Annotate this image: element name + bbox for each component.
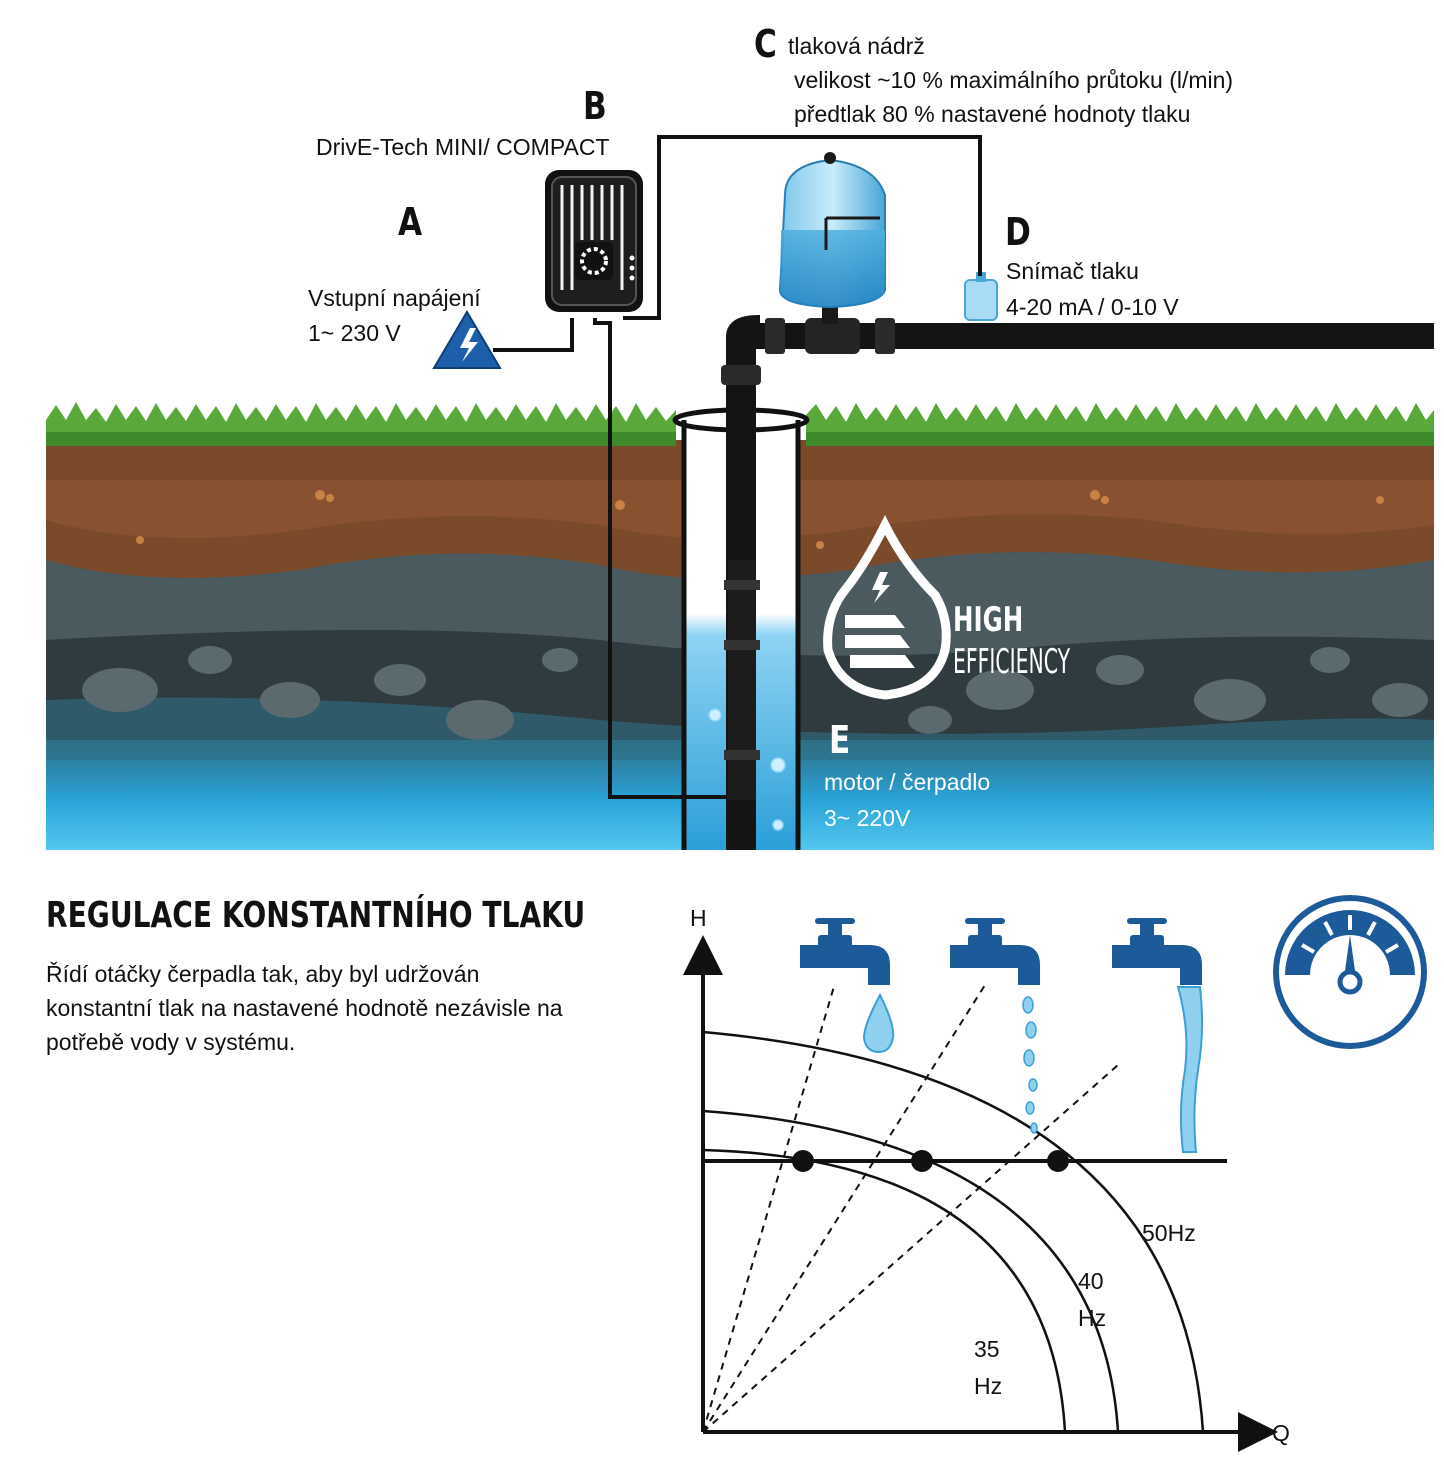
label-a-letter: A (398, 200, 423, 244)
label-d-letter: D (1005, 210, 1031, 254)
label-c-letter: C (754, 22, 777, 66)
label-b-letter: B (583, 84, 607, 128)
submersible-pump (728, 560, 756, 800)
label-e-line2: 3~ 220V (824, 805, 911, 831)
label-e-line1: motor / čerpadlo (824, 769, 991, 795)
wiring (493, 135, 982, 799)
system-curve-2 (702, 984, 986, 1433)
faucet-drip-icon (800, 918, 895, 1054)
curve-label-50hz: 50Hz (1142, 1220, 1196, 1246)
pebbles (82, 646, 1428, 740)
label-c-line2: velikost ~10 % maximálního průtoku (l/mi… (794, 67, 1234, 93)
soil-stones (136, 490, 1384, 549)
label-d-line1: Snímač tlaku (1006, 258, 1139, 284)
system-curve-1 (702, 982, 836, 1433)
operating-point (1047, 1150, 1069, 1172)
badge-line2: EFFICIENCY (953, 642, 1071, 682)
pressure-gauge-icon (1273, 895, 1427, 1049)
section-title: REGULACE KONSTANTNÍHO TLAKU (46, 895, 586, 936)
curve-35hz (702, 1148, 1067, 1433)
curve-label-35hz-unit: Hz (974, 1373, 1003, 1399)
drive-tech-controller (545, 170, 643, 312)
operating-point (911, 1150, 933, 1172)
label-d-line2: 4-20 mA / 0-10 V (1006, 294, 1179, 320)
riser-pipe (721, 315, 761, 850)
operating-point (792, 1150, 814, 1172)
badge-line1: HIGH (953, 600, 1024, 640)
label-a-line1: Vstupní napájení (308, 285, 481, 311)
label-c-line3: předtlak 80 % nastavené hodnoty tlaku (794, 101, 1191, 127)
curve-label-40hz-value: 40 (1078, 1268, 1104, 1294)
pressure-flow-chart (683, 935, 1278, 1452)
label-c-line1: tlaková nádrž (788, 33, 925, 59)
curve-label-35hz-value: 35 (974, 1336, 1000, 1362)
chart-y-axis-label: H (690, 905, 707, 931)
grass-right (806, 403, 1434, 440)
chart-x-axis-label: Q (1272, 1420, 1290, 1446)
label-a-line2: 1~ 230 V (308, 320, 401, 346)
system-curve-3 (702, 1064, 1119, 1433)
faucet-trickle-icon (950, 918, 1040, 1134)
curve-50hz (702, 1030, 1205, 1433)
grass-left (46, 402, 676, 440)
high-voltage-icon (432, 310, 502, 369)
high-efficiency-icon (823, 514, 951, 700)
label-b-line1: DrivE-Tech MINI/ COMPACT (316, 134, 610, 160)
outlet-pipe (745, 318, 1434, 354)
curve-label-40hz-unit: Hz (1078, 1305, 1107, 1331)
curve-40hz (702, 1109, 1120, 1433)
pressure-tank (778, 152, 886, 324)
label-e-letter: E (829, 718, 851, 762)
faucet-full-flow-icon (1112, 918, 1204, 1153)
section-text: Řídí otáčky čerpadla tak, aby byl udržov… (46, 961, 563, 1055)
pressure-sensor (964, 272, 998, 321)
